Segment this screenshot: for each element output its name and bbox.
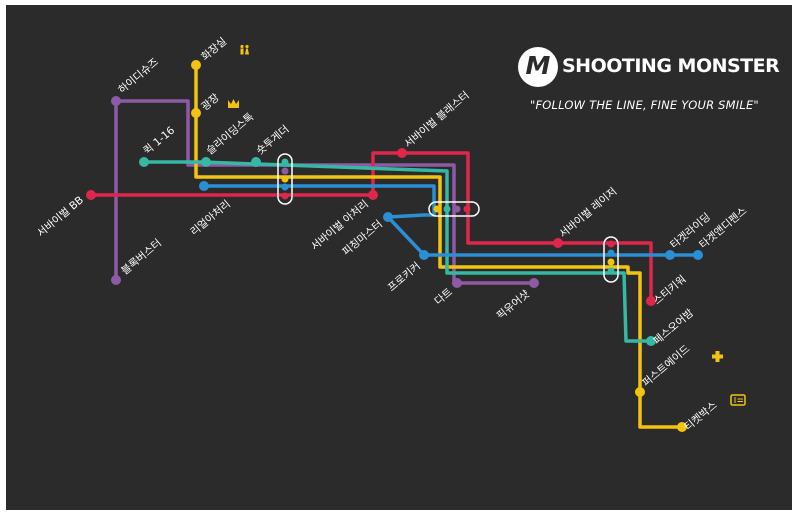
station-dot-sticky-war[interactable] <box>646 296 656 306</box>
interchange-center <box>428 201 480 217</box>
station-label: 프로키커 <box>386 260 423 294</box>
logo-letter: M <box>525 51 551 80</box>
capsule-dot <box>281 183 289 191</box>
capsule-dot <box>281 158 289 166</box>
station-label: 티켓박스 <box>682 399 720 433</box>
station-dot-pass-or-bomb[interactable] <box>646 336 656 346</box>
capsule-dot <box>607 249 615 257</box>
station-dot-first-aid[interactable] <box>635 387 645 397</box>
capsule-dot <box>443 205 451 213</box>
route-map: 화장실 광장 하이디슈즈 퀵 1-16 슬라이딩스톡 숏투게더 서바이벌 BB … <box>35 35 750 433</box>
capsule-dot <box>281 167 289 175</box>
station-label: 숏투게더 <box>254 123 291 157</box>
slogan: "FOLLOW THE LINE, FINE YOUR SMILE" <box>530 98 759 112</box>
station-label: 서바이벌 블래스터 <box>402 89 471 150</box>
station-label: 다트 <box>432 286 455 308</box>
station-label: 픽유어샷 <box>495 288 533 322</box>
interchange-laser <box>603 236 619 283</box>
station-label: 리얼아처리 <box>188 198 233 238</box>
station-dot-real-archery[interactable] <box>199 181 209 191</box>
capsule-dot <box>607 240 615 248</box>
station-label: 페스오어밤 <box>651 307 696 347</box>
station-dot-target-defense[interactable] <box>693 250 703 260</box>
station-dot-toilet[interactable] <box>191 60 201 70</box>
station-dot-survival-laser[interactable] <box>553 238 563 248</box>
capsule-dot <box>433 205 441 213</box>
station-dot-pro-kicker[interactable] <box>419 250 429 260</box>
station-dot-survival-archery[interactable] <box>368 190 378 200</box>
toilet-icon <box>240 44 249 55</box>
brand-name: SHOOTING MONSTER <box>562 55 780 77</box>
station-dot-blockbuster[interactable] <box>111 275 121 285</box>
monster-logo-icon: M <box>518 47 558 87</box>
capsule-dot <box>281 175 289 183</box>
station-label: 퀵 1-16 <box>141 123 178 157</box>
capsule-dot <box>281 192 289 200</box>
station-dot-quick[interactable] <box>139 157 149 167</box>
map-board: 화장실 광장 하이디슈즈 퀵 1-16 슬라이딩스톡 숏투게더 서바이벌 BB … <box>6 5 792 510</box>
station-dot-pick-your-shot[interactable] <box>529 278 539 288</box>
station-dot-sliding-stock[interactable] <box>201 157 211 167</box>
station-label: 서바이벌 BB <box>35 194 86 239</box>
station-dot-shoot-together[interactable] <box>251 157 261 167</box>
first-aid-icon <box>712 351 723 362</box>
capsule-dot <box>607 258 615 266</box>
station-dot-heidi-shoes[interactable] <box>111 96 121 106</box>
station-dot-survival-blaster[interactable] <box>397 148 407 158</box>
brand-logo: M SHOOTING MONSTER <box>518 45 788 91</box>
station-dot-pitching-master[interactable] <box>383 212 393 222</box>
capsule-dot <box>607 267 615 275</box>
capsule-dot <box>463 205 471 213</box>
station-label: 슬라이딩스톡 <box>204 111 256 158</box>
station-dot-dart[interactable] <box>452 278 462 288</box>
teal-line <box>142 160 653 343</box>
ticket-icon <box>730 394 746 406</box>
station-label: 서바이벌 레이저 <box>557 185 619 240</box>
station-label: 블록버스터 <box>119 237 164 277</box>
station-dot-ticket-box[interactable] <box>677 422 687 432</box>
station-dot-survival-bb[interactable] <box>86 190 96 200</box>
interchange-sutugether <box>277 153 293 205</box>
station-dot-plaza[interactable] <box>191 108 201 118</box>
station-label: 광장 <box>199 91 222 113</box>
station-dot-target-riding[interactable] <box>665 250 675 260</box>
crown-icon <box>228 99 239 108</box>
station-label: 퍼스트에이드 <box>640 343 692 390</box>
station-label: 하이디슈즈 <box>116 55 162 96</box>
capsule-dot <box>453 205 461 213</box>
station-label: 화장실 <box>199 35 229 63</box>
station-label: 스티키워 <box>651 273 689 308</box>
